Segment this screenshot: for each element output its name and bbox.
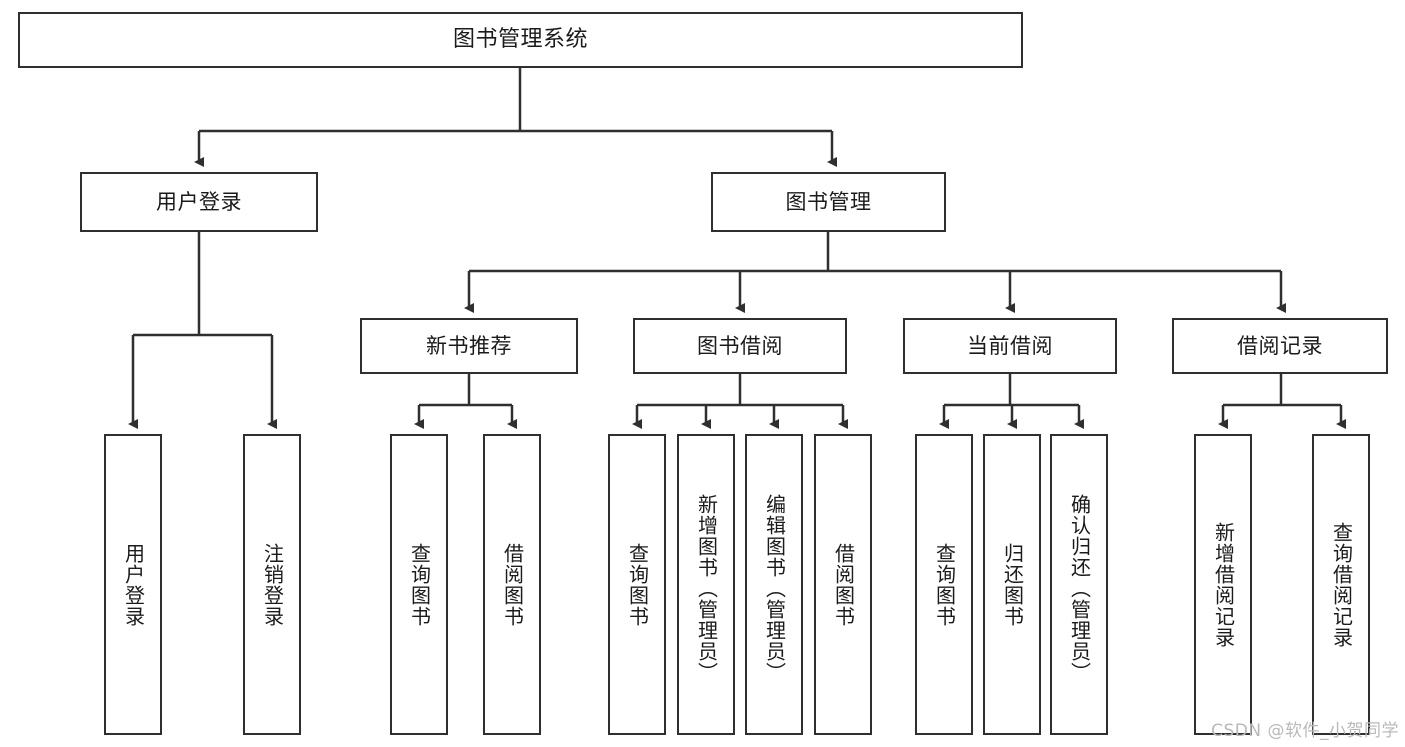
node-label: 用户登录 <box>121 542 146 627</box>
node-label: 借阅图书 <box>831 542 856 627</box>
node-new-book-recommend[interactable]: 新书推荐 <box>360 318 578 374</box>
leaf-logout[interactable]: 注销登录 <box>243 434 301 735</box>
leaf-add-book-admin[interactable]: 新增图书（管理员） <box>677 434 735 735</box>
node-label: 查询图书 <box>407 542 432 627</box>
node-label: 归还图书 <box>1000 542 1025 627</box>
node-book-borrow[interactable]: 图书借阅 <box>633 318 847 374</box>
node-label: 图书借阅 <box>697 333 783 358</box>
leaf-query-book-current[interactable]: 查询图书 <box>915 434 973 735</box>
leaf-query-book-borrow[interactable]: 查询图书 <box>608 434 666 735</box>
node-label: 借阅记录 <box>1237 333 1323 358</box>
node-label: 新书推荐 <box>426 333 512 358</box>
node-user-login[interactable]: 用户登录 <box>80 172 318 232</box>
node-label: 当前借阅 <box>967 333 1053 358</box>
node-label: 查询图书 <box>932 542 957 627</box>
node-label: 用户登录 <box>156 189 242 214</box>
node-current-borrow[interactable]: 当前借阅 <box>903 318 1117 374</box>
node-label: 确认归还（管理员） <box>1067 494 1092 683</box>
node-label: 编辑图书（管理员） <box>762 494 787 683</box>
watermark-text: CSDN @软件_小贺同学 <box>1211 721 1399 741</box>
node-book-management[interactable]: 图书管理 <box>711 172 946 232</box>
leaf-query-book-recommend[interactable]: 查询图书 <box>390 434 448 735</box>
node-label: 查询借阅记录 <box>1329 521 1354 648</box>
node-label: 新增图书（管理员） <box>694 494 719 683</box>
leaf-borrow-book-recommend[interactable]: 借阅图书 <box>483 434 541 735</box>
leaf-return-book[interactable]: 归还图书 <box>983 434 1041 735</box>
node-label: 新增借阅记录 <box>1211 521 1236 648</box>
leaf-confirm-return-admin[interactable]: 确认归还（管理员） <box>1050 434 1108 735</box>
node-label: 注销登录 <box>260 542 285 627</box>
leaf-borrow-book[interactable]: 借阅图书 <box>814 434 872 735</box>
node-label: 图书管理 <box>785 189 872 214</box>
node-label: 查询图书 <box>625 542 650 627</box>
leaf-add-borrow-record[interactable]: 新增借阅记录 <box>1194 434 1252 735</box>
node-borrow-record[interactable]: 借阅记录 <box>1172 318 1388 374</box>
leaf-query-borrow-record[interactable]: 查询借阅记录 <box>1312 434 1370 735</box>
node-label: 图书管理系统 <box>452 27 588 53</box>
leaf-edit-book-admin[interactable]: 编辑图书（管理员） <box>745 434 803 735</box>
leaf-user-login[interactable]: 用户登录 <box>104 434 162 735</box>
node-label: 借阅图书 <box>500 542 525 627</box>
node-root-system[interactable]: 图书管理系统 <box>18 12 1023 68</box>
